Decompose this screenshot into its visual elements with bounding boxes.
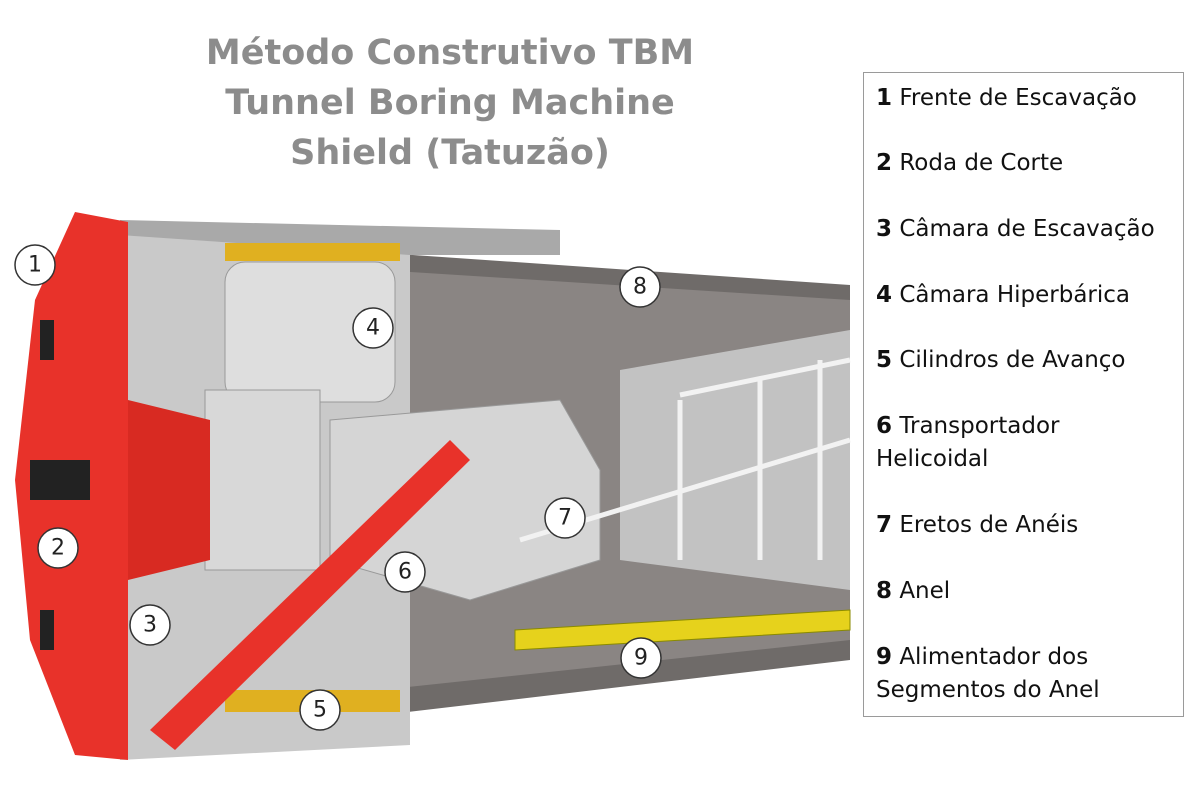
cutter-drive (128, 400, 210, 580)
legend-item: 5 Cilindros de Avanço (876, 347, 1126, 373)
title-line-3: Shield (Tatuzão) (290, 133, 610, 173)
legend-item: 2 Roda de Corte (876, 150, 1064, 176)
svg-text:5: 5 (313, 698, 327, 723)
thrust-cylinder-top (225, 243, 400, 261)
legend-item: 7 Eretos de Anéis (876, 512, 1079, 538)
svg-text:4: 4 (366, 316, 380, 341)
callout-6: 6 (384, 551, 426, 593)
title-line-2: Tunnel Boring Machine (225, 83, 675, 123)
tbm-cutaway-illustration: 1 2 3 4 5 6 7 8 9 (14, 212, 851, 760)
legend-item: 4 Câmara Hiperbárica (876, 282, 1131, 308)
callout-9: 9 (620, 637, 662, 679)
diagram-title: Método Construtivo TBM Tunnel Boring Mac… (150, 28, 750, 178)
title-line-1: Método Construtivo TBM (205, 33, 695, 73)
screw-conveyor (150, 440, 470, 750)
callout-5: 5 (299, 689, 341, 731)
legend-item: 3 Câmara de Escavação (876, 216, 1155, 242)
legend-item: 1 Frente de Escavação (876, 85, 1137, 111)
svg-text:6: 6 (398, 560, 412, 585)
callout-4: 4 (352, 307, 394, 349)
callout-3: 3 (129, 604, 171, 646)
callout-8: 8 (619, 266, 661, 308)
svg-text:2: 2 (51, 536, 65, 561)
legend-box: 1 Frente de Escavação 2 Roda de Corte 3 … (863, 72, 1184, 717)
shield-top (120, 220, 560, 255)
callouts: 1 2 3 4 5 6 7 8 9 (14, 244, 662, 731)
cutter-teeth (30, 320, 90, 650)
svg-text:9: 9 (634, 646, 648, 671)
bulkhead (204, 389, 321, 571)
callout-2: 2 (37, 527, 79, 569)
legend-item: 8 Anel (876, 578, 951, 604)
svg-text:3: 3 (143, 613, 157, 638)
svg-text:1: 1 (28, 253, 42, 278)
svg-text:8: 8 (633, 275, 647, 300)
svg-text:7: 7 (558, 506, 572, 531)
callout-7: 7 (544, 497, 586, 539)
segment-feeder (514, 609, 851, 651)
callout-1: 1 (14, 244, 56, 286)
